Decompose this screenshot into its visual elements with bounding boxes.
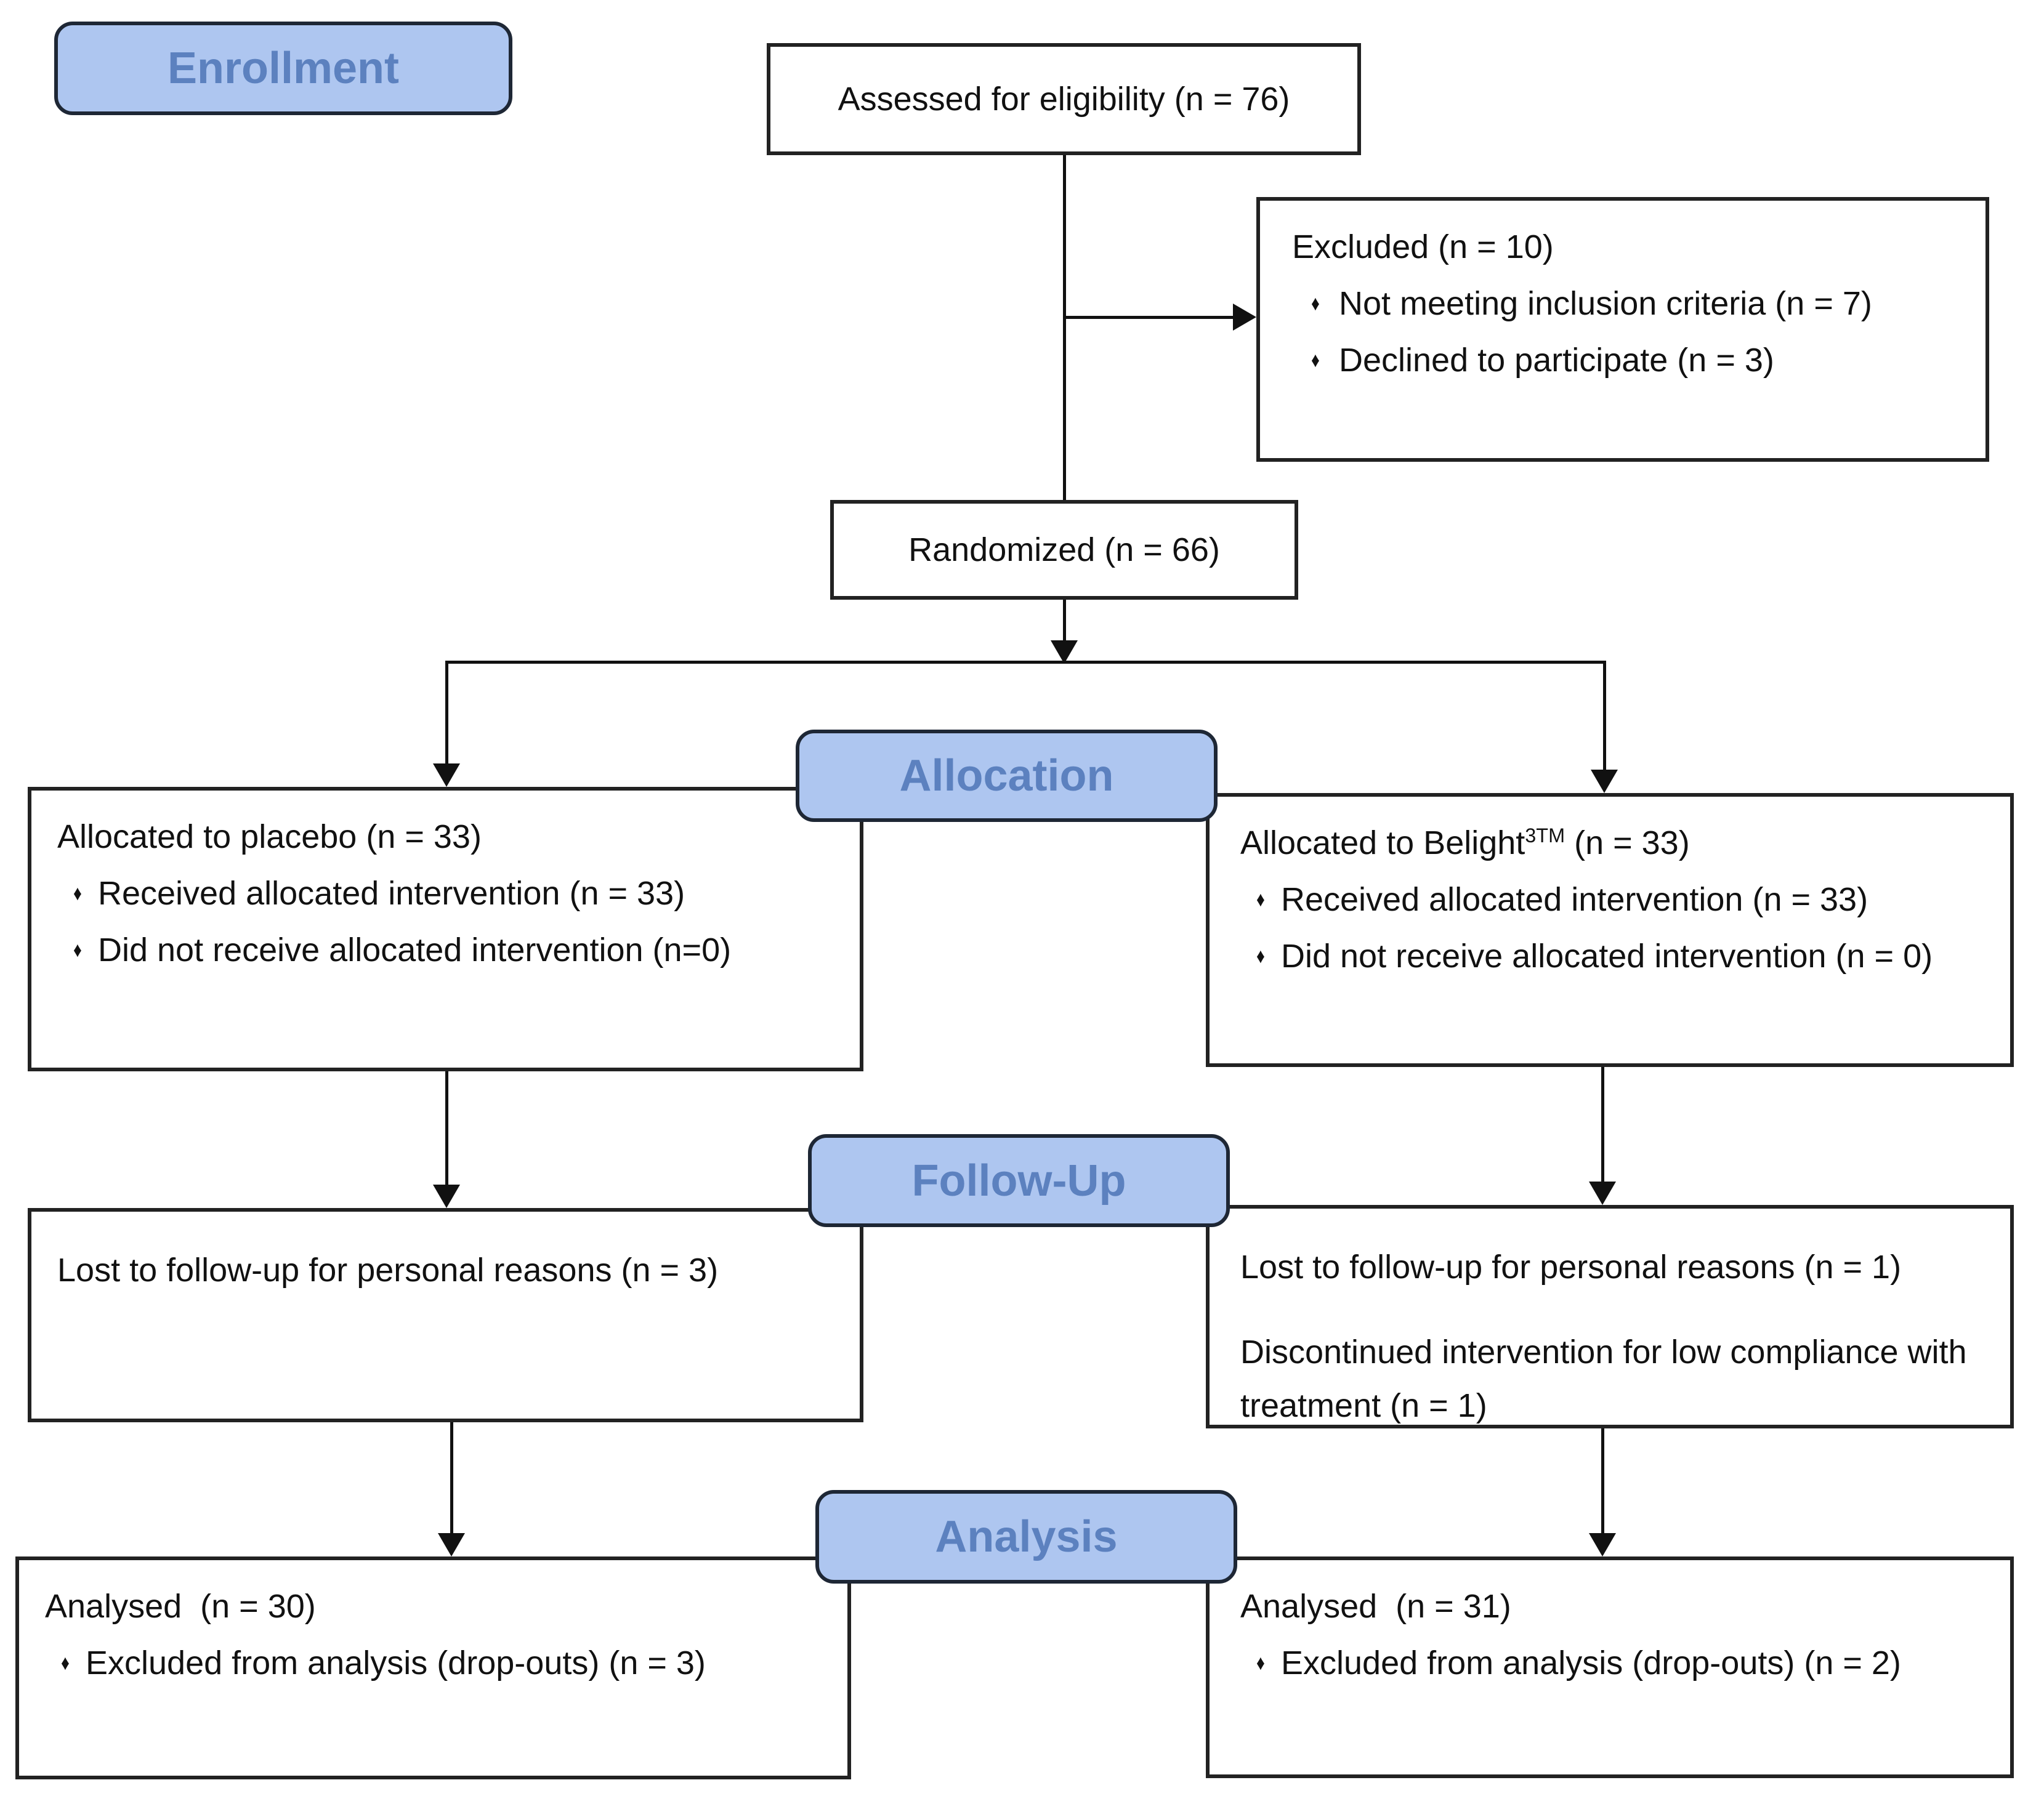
an-left-bullet-1-text: Excluded from analysis (drop-outs) (n = …: [86, 1645, 706, 1682]
connector-branch-to-alloc-right: [1603, 662, 1606, 771]
diamond-bullet-icon: ♦: [1256, 1651, 1265, 1675]
connector-fu-to-an-right: [1601, 1428, 1604, 1534]
alloc-right-bullet-1-text: Received allocated intervention (n = 33): [1281, 881, 1868, 919]
connector-randomized-to-branch: [1063, 600, 1066, 643]
stage-badge-allocation: Allocation: [796, 730, 1218, 822]
arrowhead-an-left-icon: [438, 1533, 465, 1556]
branch-line: [445, 661, 1606, 664]
fu-left-line-1: Lost to follow-up for personal reasons (…: [57, 1252, 719, 1289]
an-right-bullet-1-text: Excluded from analysis (drop-outs) (n = …: [1281, 1645, 1901, 1682]
arrowhead-alloc-left-icon: [433, 763, 460, 787]
connector-to-excluded: [1063, 316, 1234, 319]
connector-assessed-to-randomized: [1063, 155, 1066, 500]
an-left-title: Analysed (n = 30): [45, 1588, 316, 1625]
diamond-bullet-icon: ♦: [73, 938, 82, 962]
diamond-bullet-icon: ♦: [1256, 888, 1265, 912]
alloc-right-title-prefix: Allocated to Belight: [1240, 824, 1525, 861]
box-allocated-placebo-content: Allocated to placebo (n = 33) ♦ Received…: [31, 791, 860, 969]
connector-branch-to-alloc-left: [445, 662, 448, 765]
box-followup-belight-content: Lost to follow-up for personal reasons (…: [1210, 1209, 2010, 1432]
stage-badge-followup-label: Follow-Up: [911, 1156, 1126, 1206]
box-randomized-text: Randomized (n = 66): [908, 531, 1220, 568]
an-left-bullet-1: ♦ Excluded from analysis (drop-outs) (n …: [45, 1644, 826, 1682]
fu-right-line-2: Discontinued intervention for low compli…: [1240, 1334, 1967, 1424]
box-assessed-text: Assessed for eligibility (n = 76): [838, 80, 1290, 118]
box-analysed-belight: Analysed (n = 31) ♦ Excluded from analys…: [1206, 1556, 2014, 1778]
box-excluded: Excluded (n = 10) ♦ Not meeting inclusio…: [1256, 197, 1989, 462]
stage-badge-enrollment: Enrollment: [54, 22, 512, 115]
alloc-left-bullet-2: ♦ Did not receive allocated intervention…: [57, 931, 839, 969]
arrowhead-fu-left-icon: [433, 1185, 460, 1208]
alloc-left-bullet-1: ♦ Received allocated intervention (n = 3…: [57, 874, 839, 912]
stage-badge-analysis: Analysis: [815, 1490, 1237, 1584]
diamond-bullet-icon: ♦: [61, 1651, 70, 1675]
diamond-bullet-icon: ♦: [1256, 944, 1265, 968]
alloc-right-title-suffix: (n = 33): [1565, 824, 1690, 861]
stage-badge-followup: Follow-Up: [808, 1134, 1230, 1227]
stage-badge-enrollment-label: Enrollment: [167, 44, 400, 93]
arrowhead-excluded-icon: [1233, 304, 1256, 331]
arrowhead-branch-icon: [1051, 640, 1078, 664]
box-allocated-belight: Allocated to Belight3TM (n = 33) ♦ Recei…: [1206, 793, 2014, 1067]
alloc-right-title-superscript: 3TM: [1525, 824, 1565, 847]
stage-badge-analysis-label: Analysis: [935, 1512, 1118, 1561]
alloc-left-bullet-1-text: Received allocated intervention (n = 33): [98, 875, 685, 912]
box-followup-belight: Lost to follow-up for personal reasons (…: [1206, 1205, 2014, 1428]
box-randomized: Randomized (n = 66): [830, 500, 1298, 600]
excluded-bullet-1: ♦ Not meeting inclusion criteria (n = 7): [1292, 284, 1965, 323]
stage-badge-allocation-label: Allocation: [899, 751, 1114, 800]
an-right-bullet-1: ♦ Excluded from analysis (drop-outs) (n …: [1240, 1644, 1989, 1682]
box-allocated-belight-content: Allocated to Belight3TM (n = 33) ♦ Recei…: [1210, 797, 2010, 975]
excluded-bullet-1-text: Not meeting inclusion criteria (n = 7): [1339, 285, 1872, 323]
box-analysed-placebo: Analysed (n = 30) ♦ Excluded from analys…: [15, 1556, 851, 1779]
diamond-bullet-icon: ♦: [1311, 292, 1320, 316]
alloc-right-bullet-2: ♦ Did not receive allocated intervention…: [1240, 937, 1989, 975]
alloc-left-title: Allocated to placebo (n = 33): [57, 818, 482, 855]
box-allocated-placebo: Allocated to placebo (n = 33) ♦ Received…: [28, 787, 863, 1071]
box-assessed: Assessed for eligibility (n = 76): [767, 43, 1361, 155]
alloc-left-bullet-2-text: Did not receive allocated intervention (…: [98, 932, 732, 969]
alloc-right-bullet-2-text: Did not receive allocated intervention (…: [1281, 938, 1933, 975]
box-excluded-content: Excluded (n = 10) ♦ Not meeting inclusio…: [1260, 201, 1985, 379]
connector-alloc-to-fu-right: [1601, 1067, 1604, 1183]
box-followup-placebo: Lost to follow-up for personal reasons (…: [28, 1208, 863, 1422]
alloc-right-bullet-1: ♦ Received allocated intervention (n = 3…: [1240, 880, 1989, 919]
alloc-right-title: Allocated to Belight3TM (n = 33): [1240, 824, 1989, 862]
fu-right-line-1: Lost to follow-up for personal reasons (…: [1240, 1249, 1902, 1286]
excluded-bullet-2-text: Declined to participate (n = 3): [1339, 342, 1774, 379]
box-analysed-placebo-content: Analysed (n = 30) ♦ Excluded from analys…: [19, 1560, 847, 1682]
excluded-bullet-2: ♦ Declined to participate (n = 3): [1292, 341, 1965, 379]
box-excluded-title: Excluded (n = 10): [1292, 228, 1554, 265]
diamond-bullet-icon: ♦: [1311, 348, 1320, 372]
arrowhead-alloc-right-icon: [1591, 770, 1618, 793]
box-followup-placebo-content: Lost to follow-up for personal reasons (…: [31, 1212, 860, 1297]
an-right-title: Analysed (n = 31): [1240, 1588, 1511, 1625]
diamond-bullet-icon: ♦: [73, 882, 82, 906]
arrowhead-an-right-icon: [1589, 1533, 1616, 1556]
arrowhead-fu-right-icon: [1589, 1182, 1616, 1205]
connector-alloc-to-fu-left: [445, 1071, 448, 1186]
box-analysed-belight-content: Analysed (n = 31) ♦ Excluded from analys…: [1210, 1560, 2010, 1682]
connector-fu-to-an-left: [450, 1422, 453, 1534]
